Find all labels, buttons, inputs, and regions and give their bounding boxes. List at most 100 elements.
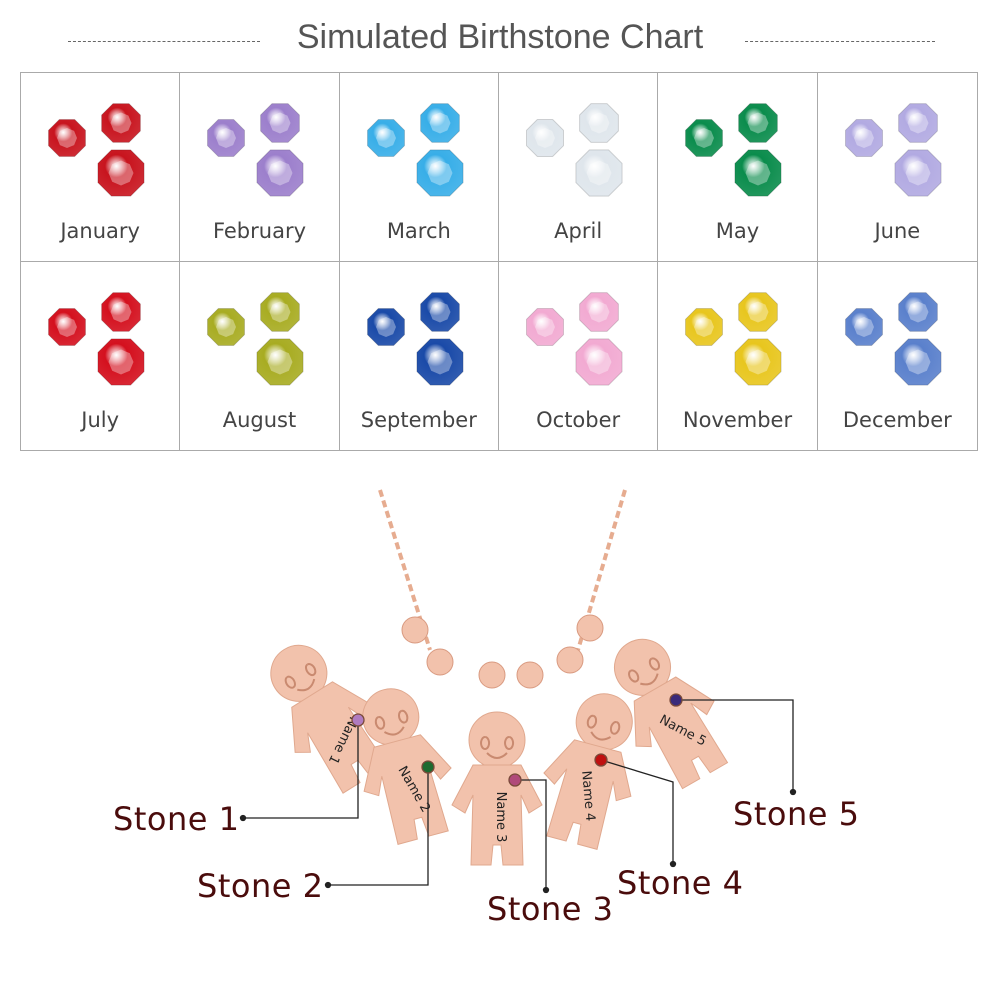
gems-november (685, 291, 782, 386)
stone-1-gem-icon (351, 713, 365, 727)
gem-icon (97, 337, 145, 386)
gems-august (207, 291, 304, 386)
birthstone-grid: January February March April (20, 72, 978, 451)
gem-icon (575, 149, 623, 197)
birthstone-cell-february: February (180, 73, 340, 262)
month-label: October (536, 407, 621, 432)
gem-icon (685, 119, 724, 157)
gem-icon (256, 149, 304, 197)
gems-january (48, 103, 145, 197)
gem-icon (579, 103, 619, 143)
child-pendant-4: Name 4 (543, 693, 633, 850)
gems-september (366, 291, 464, 386)
callout-line-3 (515, 779, 547, 890)
gem-icon (207, 307, 246, 346)
gem-icon (685, 307, 724, 346)
gem-icon (260, 103, 301, 143)
gem-icon (416, 337, 464, 386)
gems-june (844, 103, 942, 197)
month-label: November (682, 407, 793, 432)
title-divider-left (68, 41, 260, 42)
gem-icon (419, 291, 460, 332)
stone-label-4: Stone 4 (617, 864, 744, 902)
month-label: May (715, 219, 760, 243)
engraved-name: Name 4 (578, 770, 597, 822)
stone-label-3: Stone 3 (487, 890, 614, 928)
birthstone-cell-september: September (340, 261, 499, 450)
gem-icon (48, 119, 86, 157)
callout-line-2 (328, 767, 429, 886)
birthstone-cell-december: December (818, 262, 977, 451)
birthstone-cell-may: May (658, 73, 818, 262)
callout-line-1 (243, 720, 359, 819)
month-label: September (360, 407, 477, 432)
engraved-name: Name 3 (493, 792, 508, 843)
gem-icon (366, 307, 405, 346)
gem-icon (734, 149, 782, 197)
gems-july (48, 291, 145, 386)
gem-icon (416, 149, 464, 197)
page-title: Simulated Birthstone Chart (296, 18, 704, 56)
gem-icon (48, 307, 86, 346)
gem-icon (734, 337, 782, 386)
gems-october (525, 291, 623, 386)
month-label: April (554, 219, 603, 243)
gem-icon (419, 103, 460, 143)
birthstone-cell-january: January (21, 73, 181, 262)
gem-icon (256, 337, 304, 386)
callout-dot (324, 881, 332, 889)
stone-4-gem-icon (594, 753, 608, 767)
gem-icon (894, 337, 942, 386)
month-label: July (81, 407, 120, 432)
bead (478, 661, 506, 689)
birthstone-cell-april: April (498, 73, 659, 262)
stone-5-gem-icon (669, 693, 683, 707)
gem-icon (260, 291, 301, 332)
bead (576, 614, 604, 642)
gem-icon (575, 337, 623, 386)
callout-dot (239, 814, 247, 822)
gem-icon (738, 291, 779, 332)
child-pendant-5: Name 5 (614, 638, 729, 790)
callout-dot (789, 788, 797, 796)
title-divider-right (745, 41, 935, 42)
callout-line-4 (600, 759, 674, 864)
birthstone-cell-june: June (817, 73, 977, 262)
gems-may (685, 103, 782, 197)
necklace-illustration: Name 1 Name 2 Name 3 Name 4 Name 5 Stone… (0, 460, 1000, 1000)
bead (516, 661, 544, 689)
gem-icon (97, 149, 145, 197)
gem-icon (844, 119, 883, 157)
stone-3-gem-icon (508, 773, 522, 787)
month-label: February (212, 219, 307, 243)
birthstone-cell-march: March (339, 73, 499, 262)
gem-icon (897, 291, 938, 332)
callout-dot (542, 886, 550, 894)
callout-line-5 (676, 699, 794, 792)
bead (556, 646, 584, 674)
gem-icon (894, 149, 942, 197)
month-label: August (222, 407, 297, 432)
birthstone-cell-october: October (499, 261, 659, 450)
birthstone-cell-august: August (180, 261, 340, 450)
callout-dot (669, 860, 677, 868)
gem-icon (101, 103, 141, 143)
stone-label-2: Stone 2 (197, 867, 324, 905)
stone-label-1: Stone 1 (113, 800, 240, 838)
gem-icon (366, 119, 405, 157)
gem-icon (897, 103, 938, 143)
child-pendant-3: Name 3 (451, 711, 543, 866)
birthstone-cell-july: July (21, 261, 181, 450)
gem-icon (207, 119, 246, 157)
gem-icon (738, 103, 779, 143)
gem-icon (525, 307, 564, 346)
bead (401, 616, 429, 644)
birthstone-cell-november: November (658, 261, 818, 450)
gems-february (207, 103, 304, 197)
month-label: June (874, 219, 921, 243)
month-label: December (842, 407, 952, 432)
necklace-svg: Name 1 Name 2 Name 3 Name 4 Name 5 (239, 489, 797, 894)
bead (426, 648, 454, 676)
gem-icon (525, 119, 564, 157)
month-label: January (60, 219, 140, 243)
